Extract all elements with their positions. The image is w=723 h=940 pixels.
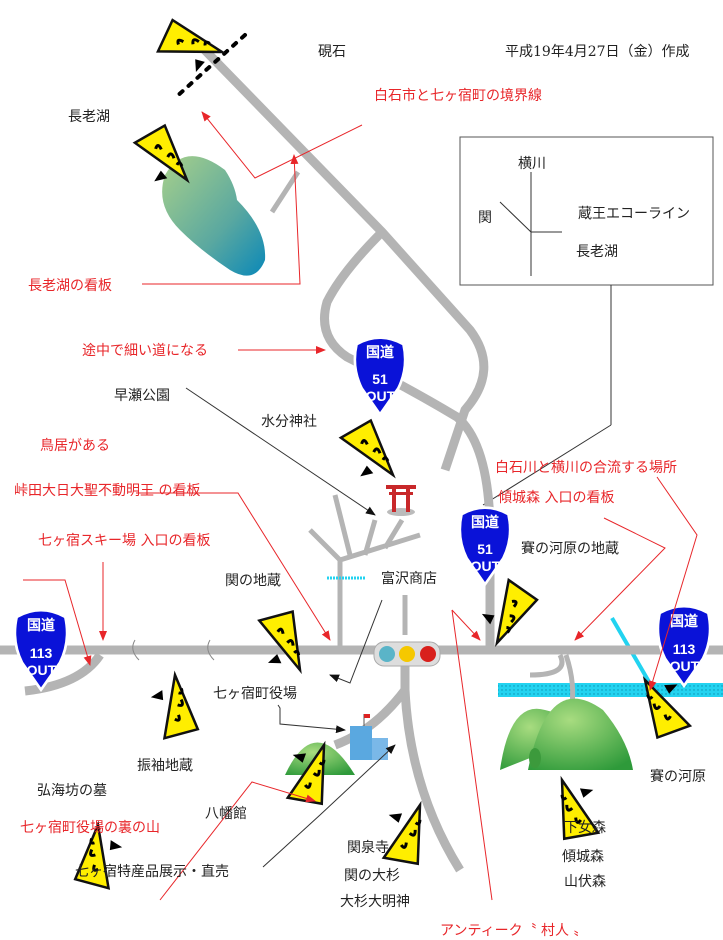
route-route-label: ROUTE (660, 658, 709, 674)
sign-furisode (147, 671, 200, 741)
inset-seki: 関 (478, 210, 492, 226)
label-sainokawara-jizo: 賽の河原の地蔵 (521, 540, 619, 557)
label-seki-osugi: 関の大杉 (344, 868, 400, 884)
label-keiseimori: 傾城森 (562, 849, 604, 865)
note-narrow-road: 途中で細い道になる (82, 342, 208, 359)
town-office-building-icon (350, 714, 388, 760)
sign-sainokawara-jizo (471, 574, 542, 653)
label-seki-jizo: 関の地蔵 (225, 573, 281, 589)
route-51-shield-lower: 国道 51 ROUTE (458, 506, 512, 586)
note-ski-sign: 七ヶ宿スキー場 入口の看板 (38, 532, 210, 549)
label-yamabushimori: 山伏森 (564, 874, 606, 890)
created-date: 平成19年4月27日（金）作成 (505, 44, 690, 60)
route-kokudo-label: 国道 (366, 344, 394, 360)
label-osugi-shrine: 大杉大明神 (340, 894, 410, 910)
route-number: 113 (30, 645, 53, 661)
label-kokaibo-grave: 弘海坊の墓 (37, 783, 107, 799)
forest-hills (500, 698, 633, 770)
sign-seki-jizo (248, 604, 318, 683)
inset-yokokawa: 横川 (518, 156, 546, 172)
junction-inset: 横川 関 蔵王エコーライン 長老湖 (459, 136, 714, 506)
note-back-mountain: 七ヶ宿町役場の裏の山 (20, 819, 160, 836)
sign-mikumari (331, 414, 409, 494)
torii-icon (386, 485, 416, 516)
inset-zao-echo-line: 蔵王エコーライン (578, 206, 690, 222)
note-torii: 鳥居がある (40, 438, 110, 454)
note-keisei-sign: 傾城森 入口の看板 (498, 490, 614, 506)
label-mikumari-shrine: 水分神社 (261, 414, 317, 430)
label-kansenji: 関泉寺 (347, 839, 389, 856)
route-113-shield-left: 国道 113 ROUTE (13, 608, 69, 692)
city-boundary-line (173, 33, 247, 100)
shiroishi-river (498, 683, 723, 697)
label-town-office: 七ヶ宿町役場 (213, 685, 297, 702)
note-confluence: 白石川と横川の合流する場所 (495, 460, 677, 476)
label-choro-lake: 長老湖 (68, 109, 110, 125)
route-route-label: ROUTE (356, 388, 405, 404)
route-number: 51 (477, 541, 493, 557)
route-51-shield-upper: 国道 51 ROUTE (353, 336, 407, 416)
inset-choro: 長老湖 (576, 244, 618, 260)
note-choro-sign: 長老湖の看板 (28, 278, 112, 294)
route-113-shield-right: 国道 113 ROUTE (656, 604, 712, 688)
label-products-shop: 七ヶ宿特産品展示・直売 (75, 863, 229, 880)
route-route-label: ROUTE (17, 662, 66, 678)
label-shimomemori: 下女森 (564, 819, 606, 836)
annotation-arrows (23, 111, 698, 901)
choro-lake (162, 156, 266, 276)
label-hayase-park: 早瀬公園 (114, 388, 170, 404)
route-kokudo-label: 国道 (670, 613, 698, 629)
label-furisode-jizo: 振袖地蔵 (137, 758, 193, 774)
note-fudo-sign: 峠田大日大聖不動明王 の看板 (14, 483, 200, 499)
label-suzuriishi: 硯石 (318, 44, 346, 60)
note-boundary: 白石市と七ヶ宿町の境界線 (374, 87, 542, 104)
route-route-label: ROUTE (461, 558, 510, 574)
label-tomizawa-shop: 富沢商店 (381, 570, 437, 587)
route-kokudo-label: 国道 (471, 514, 499, 530)
traffic-light (373, 641, 441, 667)
note-antique-murabito: アンティーク〝 村人 〟 (440, 923, 588, 939)
route-number: 113 (673, 641, 696, 657)
route-kokudo-label: 国道 (27, 617, 55, 633)
label-sainokawara: 賽の河原 (650, 768, 706, 785)
label-hachiman: 八幡館 (205, 805, 247, 822)
sign-suzuriishi (153, 17, 229, 79)
route-number: 51 (372, 371, 388, 387)
